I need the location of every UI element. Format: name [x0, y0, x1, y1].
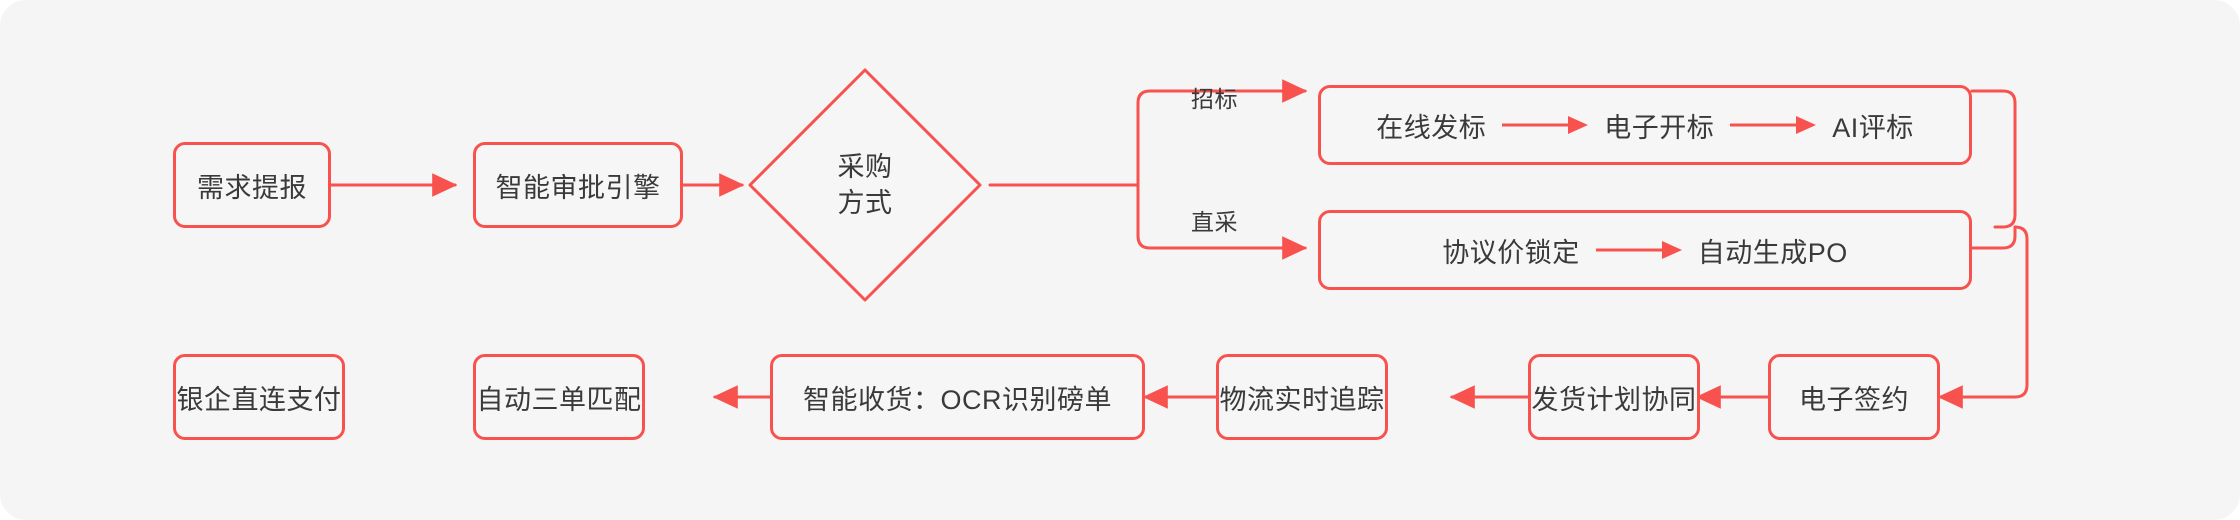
- inline-arrow-icon: [1730, 116, 1817, 134]
- group-direct-procurement-flow[interactable]: 协议价锁定 自动生成PO: [1318, 210, 1972, 290]
- node-bank-direct-payment-label: 银企直连支付: [176, 384, 342, 415]
- inline-arrow-icon: [1595, 241, 1682, 259]
- node-request-label: 需求提报: [197, 172, 307, 203]
- node-decision-label-line1: 采购: [837, 151, 893, 182]
- substep-auto-generate-po: 自动生成PO: [1697, 237, 1848, 268]
- node-electronic-signing[interactable]: 电子签约: [1768, 354, 1940, 440]
- edge-label-direct: 直采: [1191, 209, 1238, 235]
- inline-arrow-icon: [1502, 116, 1589, 134]
- substep-agreement-price-lock: 协议价锁定: [1442, 237, 1580, 268]
- node-logistics-tracking[interactable]: 物流实时追踪: [1216, 354, 1388, 440]
- group-bidding-flow[interactable]: 在线发标 电子开标 AI评标: [1318, 85, 1972, 165]
- node-three-way-match-label: 自动三单匹配: [476, 384, 642, 415]
- node-electronic-signing-label: 电子签约: [1799, 384, 1909, 415]
- node-logistics-tracking-label: 物流实时追踪: [1219, 384, 1385, 415]
- substep-electronic-bid-opening: 电子开标: [1604, 112, 1715, 143]
- edge-label-bidding: 招标: [1191, 86, 1238, 112]
- node-smart-receiving-ocr[interactable]: 智能收货：OCR识别磅单: [770, 354, 1145, 440]
- node-decision-label: 采购 方式: [740, 60, 990, 310]
- node-request[interactable]: 需求提报: [173, 142, 331, 228]
- diamond-shape: [748, 68, 982, 302]
- node-approval-engine[interactable]: 智能审批引擎: [473, 142, 683, 228]
- node-bank-direct-payment[interactable]: 银企直连支付: [173, 354, 345, 440]
- node-decision-procurement-method[interactable]: 采购 方式: [740, 60, 990, 310]
- substep-ai-bid-evaluation: AI评标: [1832, 112, 1914, 143]
- node-shipping-plan-collaboration[interactable]: 发货计划协同: [1528, 354, 1700, 440]
- edge-bidding-merge: [1970, 89, 2017, 229]
- edge-direct-merge: [1970, 225, 2017, 250]
- substep-online-bid-release: 在线发标: [1376, 112, 1487, 143]
- node-shipping-plan-collaboration-label: 发货计划协同: [1531, 384, 1697, 415]
- node-three-way-match[interactable]: 自动三单匹配: [473, 354, 645, 440]
- node-smart-receiving-ocr-label: 智能收货：OCR识别磅单: [803, 384, 1112, 415]
- node-decision-label-line2: 方式: [837, 188, 893, 218]
- node-approval-engine-label: 智能审批引擎: [495, 172, 661, 203]
